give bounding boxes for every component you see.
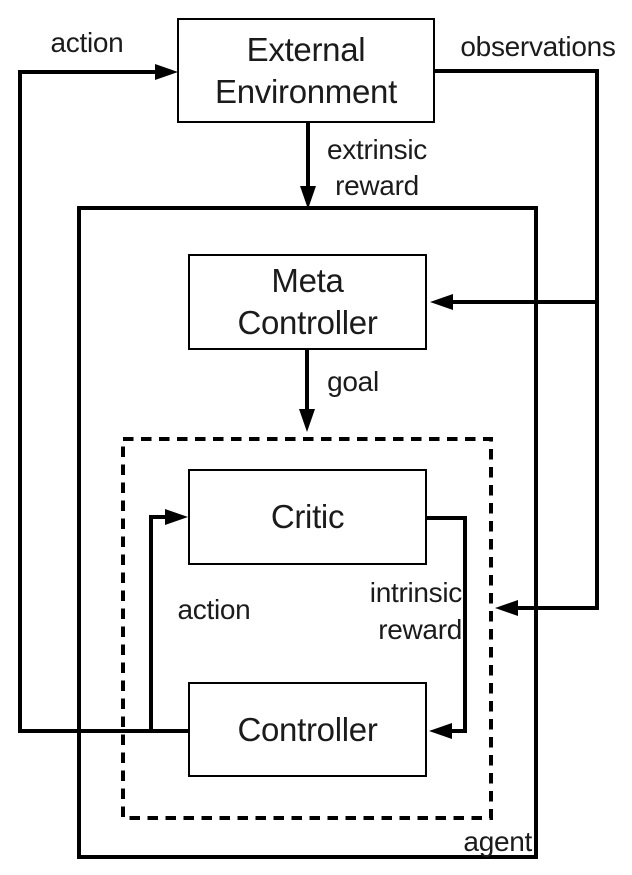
intrinsic-reward-label-line2: reward <box>378 614 462 645</box>
agent-boundary-label: agent <box>463 826 532 857</box>
controller-label: Controller <box>237 710 378 748</box>
intrinsic-reward-label-line1: intrinsic <box>369 577 463 608</box>
critic-box: Critic <box>188 469 427 565</box>
critic-label: Critic <box>270 498 345 535</box>
intrinsic-reward-edge-label: intrinsic reward <box>330 574 463 648</box>
goal-edge-label: goal <box>327 366 379 397</box>
controller-box: Controller <box>188 682 427 777</box>
extrinsic-reward-edge-label: extrinsic reward <box>316 132 438 204</box>
meta-controller-box: Meta Controller <box>188 254 427 350</box>
meta-controller-label-line1: Meta <box>271 262 344 299</box>
external-environment-label-line2: Environment <box>215 72 397 110</box>
extrinsic-reward-label-line1: extrinsic <box>327 134 427 165</box>
external-environment-label-line1: External <box>246 30 366 68</box>
extrinsic-reward-label-line2: reward <box>335 170 419 201</box>
action-edge-label-inner: action <box>177 594 251 625</box>
action-edge-label-top: action <box>50 27 124 58</box>
action-arrowhead-into-environment <box>155 64 178 80</box>
observations-edge-label: observations <box>460 31 616 62</box>
meta-controller-label-line2: Controller <box>237 304 378 341</box>
external-environment-box: External Environment <box>177 18 435 123</box>
